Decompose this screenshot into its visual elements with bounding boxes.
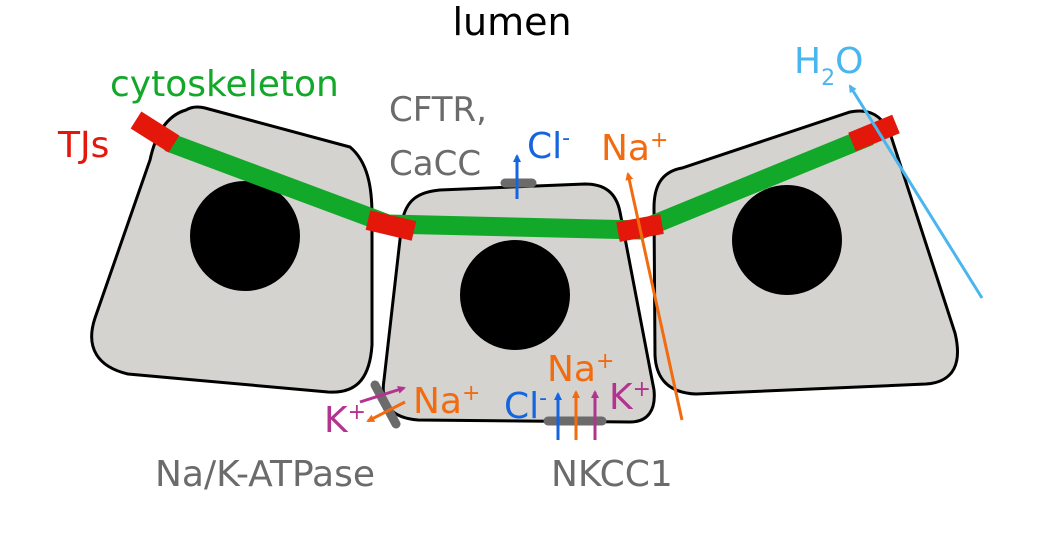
nak-atpase-pump [370, 380, 401, 429]
nkcc1-sodium-label: Na+ [547, 349, 614, 390]
paracellular-sodium-label: Na+ [601, 128, 668, 169]
tight-junction-1 [130, 111, 180, 153]
nak-potassium-arrow [359, 386, 406, 404]
cftr-label: CFTR, [389, 90, 487, 130]
right-cell-nucleus [732, 185, 842, 295]
nkcc1-label: NKCC1 [551, 454, 673, 495]
cytoskeleton-band [164, 127, 874, 240]
nkcc1-potassium-label: K+ [609, 377, 651, 418]
nak-sodium-arrow [366, 400, 406, 423]
cacc-label: CaCC [389, 144, 481, 184]
tight-junction-2 [365, 210, 417, 241]
left-cell-nucleus [190, 181, 300, 291]
tight-junction-4 [848, 114, 900, 152]
apical-chloride-label: Cl- [527, 126, 570, 167]
nak-atpase-label: Na/K-ATPase [155, 454, 375, 495]
cytoskeleton-label: cytoskeleton [110, 64, 339, 105]
tight-junctions-label: TJs [57, 125, 109, 166]
water-arrow [848, 84, 984, 299]
lumen-title: lumen [452, 0, 571, 44]
nak-potassium-label: K+ [324, 400, 366, 441]
middle-cell-nucleus [460, 240, 570, 350]
nkcc1-chloride-label: Cl- [504, 386, 547, 427]
paracellular-sodium-arrow [625, 172, 684, 421]
nak-sodium-label: Na+ [413, 381, 480, 422]
water-label: H2O [794, 41, 863, 91]
